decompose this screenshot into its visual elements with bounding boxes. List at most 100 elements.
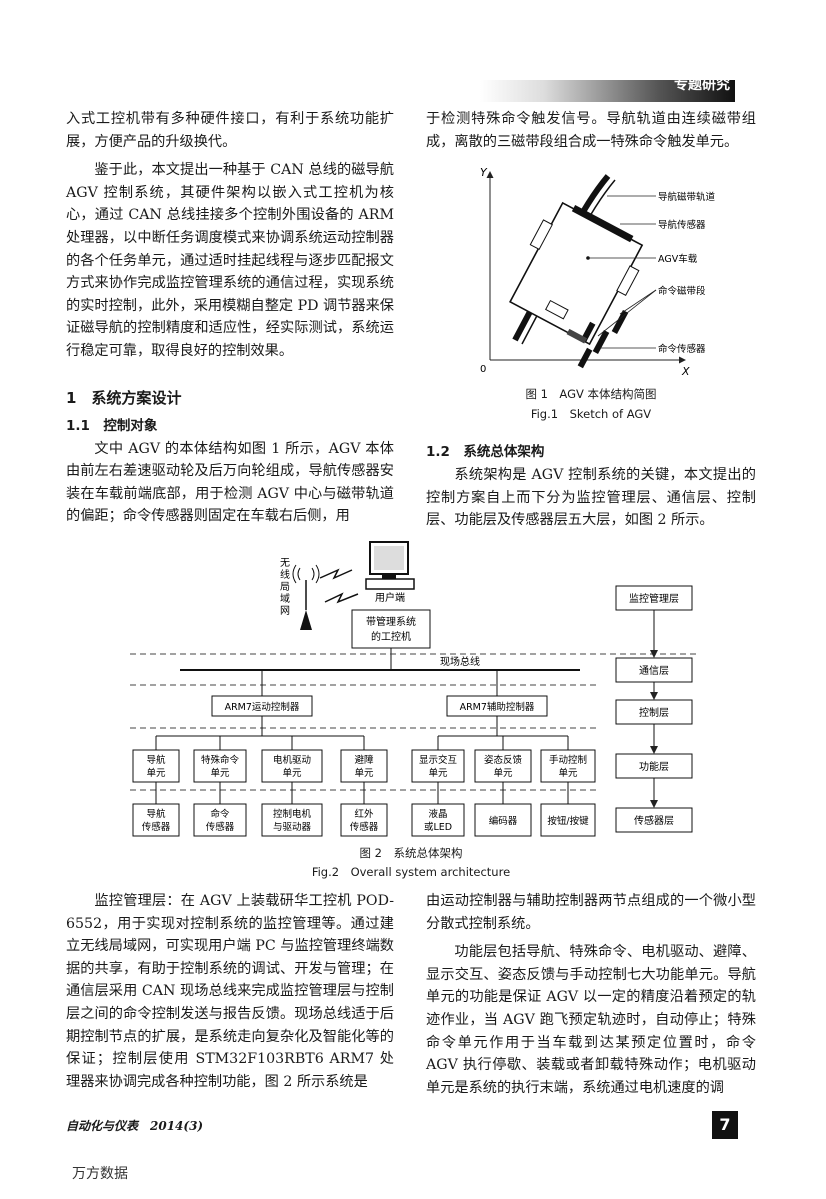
fig1-label: AGV车载 <box>658 253 698 265</box>
sensor-label: 按钮/按键 <box>547 815 589 827</box>
sensor-label: 红外 <box>354 808 374 820</box>
layer-box <box>615 699 693 725</box>
x-axis-label: X <box>681 365 690 378</box>
ipc-box <box>351 609 431 649</box>
function-unit-box <box>193 749 247 783</box>
layer-label: 通信层 <box>639 665 669 677</box>
paragraph: 功能层包括导航、特殊命令、电机驱动、避障、显示交互、姿态反馈与手动控制七大功能单… <box>426 944 756 1096</box>
paragraph: 文中 AGV 的本体结构如图 1 所示，AGV 本体由前左右差速驱动轮及后万向轮… <box>66 440 394 525</box>
command-tape-segment <box>577 347 593 369</box>
layer-box <box>615 585 693 611</box>
fig1-label: 命令传感器 <box>658 343 706 355</box>
function-unit-label: 导航 <box>146 754 166 766</box>
fieldbus-label: 现场总线 <box>440 655 480 668</box>
section-tag: 专题研究 <box>674 77 730 93</box>
wlan-char: 无 <box>280 558 290 569</box>
layer-label: 功能层 <box>639 760 669 773</box>
function-unit-label: 姿态反馈 <box>484 754 523 766</box>
ipc-label: 带管理系统 <box>366 615 416 628</box>
sensor-label: 编码器 <box>489 815 518 827</box>
sensor-label: 导航 <box>146 808 166 820</box>
antenna-icon <box>292 564 320 630</box>
bottom-right-column: 由运动控制器与辅助控制器两节点组成的一个微小型分散式控制系统。 功能层包括导航、… <box>426 890 756 1099</box>
function-unit-box <box>411 749 465 783</box>
wlan-char: 局 <box>280 581 290 593</box>
function-unit-label: 电机驱动 <box>273 754 311 766</box>
wireless-link-icon <box>319 568 353 580</box>
arm-aux-label: ARM7辅助控制器 <box>460 701 535 713</box>
command-tape-segment <box>611 309 629 335</box>
layer-label: 控制层 <box>639 706 669 719</box>
layer-box <box>615 807 693 833</box>
sensor-box <box>474 803 532 837</box>
subsection-heading: 1.1 控制对象 <box>66 417 158 434</box>
sensor-label: 与驱动器 <box>273 822 312 833</box>
arm-motion-label: ARM7运动控制器 <box>225 701 300 713</box>
fig2-caption-en: Fig.2 Overall system architecture <box>311 865 511 879</box>
page-number: 7 <box>712 1111 738 1139</box>
function-unit-label: 特殊命令 <box>201 754 240 766</box>
sensor-label: 传感器 <box>142 821 171 833</box>
computer-icon <box>365 541 415 590</box>
fig1-caption-cn: 图 1 AGV 本体结构简图 <box>525 387 657 401</box>
function-unit-label: 单元 <box>282 767 302 779</box>
function-unit-group: 导航单元导航传感器特殊命令单元命令传感器电机驱动单元控制电机与驱动器避障单元红外… <box>132 736 596 837</box>
fig2-caption-cn: 图 2 系统总体架构 <box>359 846 463 860</box>
sensor-box <box>411 803 465 837</box>
function-unit-label: 单元 <box>354 767 374 779</box>
fig1-label: 导航传感器 <box>658 219 706 231</box>
function-unit-label: 单元 <box>146 767 166 779</box>
sensor-label: 控制电机 <box>273 808 312 820</box>
paragraph: 于检测特殊命令触发信号。导航轨道由连续磁带组成，离散的三磁带段组合成一特殊命令触… <box>426 111 756 150</box>
sensor-box <box>340 803 388 837</box>
fig1-agv-sketch: Y X 0 导航磁带轨道 导航传感器 AGV车载 命令磁带段 命令传感器 <box>480 166 716 378</box>
journal-footer: 自动化与仪表 2014(3) <box>66 1119 204 1133</box>
fig1-label: 导航磁带轨道 <box>658 191 716 203</box>
function-unit-box <box>261 749 323 783</box>
wlan-char: 线 <box>280 568 290 581</box>
bottom-left-column: 监控管理层：在 AGV 上装载研华工控机 POD-6552，用于实现对控制系统的… <box>66 890 394 1093</box>
command-tape-segment <box>592 329 610 355</box>
section-header-bar <box>480 80 735 102</box>
paragraph: 鉴于此，本文提出一种基于 CAN 总线的磁导航 AGV 控制系统，其硬件架构以嵌… <box>66 162 394 359</box>
right-column-lower: 1.2 系统总体架构 系统架构是 AGV 控制系统的关键，本文提出的控制方案自上… <box>426 440 756 532</box>
function-unit-label: 手动控制 <box>549 754 587 766</box>
paragraph: 由运动控制器与辅助控制器两节点组成的一个微小型分散式控制系统。 <box>426 893 756 932</box>
sensor-label: 液晶 <box>428 808 447 820</box>
sensor-label: 命令 <box>210 808 230 820</box>
sensor-label: 或LED <box>424 821 452 833</box>
function-unit-label: 单元 <box>558 767 578 779</box>
agv-body <box>509 201 644 346</box>
origin-label: 0 <box>480 364 486 375</box>
layer-box <box>615 657 693 683</box>
function-unit-label: 显示交互 <box>419 754 458 766</box>
ipc-label: 的工控机 <box>371 630 411 643</box>
fig2-architecture-diagram: 无 线 局 域 网 用户端 带管理系统 的工控机 现场总线 ARM7运动控制器 … <box>130 541 700 837</box>
layer-label: 监控管理层 <box>629 592 679 605</box>
layer-label: 传感器层 <box>634 814 674 827</box>
function-unit-label: 单元 <box>493 767 513 779</box>
wireless-link-icon <box>324 592 359 604</box>
function-unit-box <box>474 749 532 783</box>
function-unit-box <box>540 749 596 783</box>
function-unit-label: 避障 <box>354 754 374 766</box>
paragraph: 系统架构是 AGV 控制系统的关键，本文提出的控制方案自上而下分为监控管理层、通… <box>426 467 756 529</box>
fig1-caption-en: Fig.1 Sketch of AGV <box>530 407 652 421</box>
sensor-label: 传感器 <box>350 821 379 833</box>
paragraph: 入式工控机带有多种硬件接口，有利于系统功能扩展，方便产品的升级换代。 <box>66 111 394 150</box>
watermark: 万方数据 <box>72 1166 128 1182</box>
right-column: 于检测特殊命令触发信号。导航轨道由连续磁带组成，离散的三磁带段组合成一特殊命令触… <box>426 108 756 153</box>
sensor-box <box>193 803 247 837</box>
wlan-char: 网 <box>280 605 290 617</box>
sensor-box <box>540 803 596 837</box>
sensor-box <box>261 803 323 837</box>
y-axis-label: Y <box>480 166 488 179</box>
function-unit-label: 单元 <box>428 767 448 779</box>
subsection-heading: 1.2 系统总体架构 <box>426 444 545 460</box>
user-pc-label: 用户端 <box>375 591 405 604</box>
sensor-label: 传感器 <box>206 821 235 833</box>
function-unit-label: 单元 <box>210 767 230 779</box>
wlan-char: 域 <box>280 592 290 605</box>
paragraph: 监控管理层：在 AGV 上装载研华工控机 POD-6552，用于实现对控制系统的… <box>66 893 394 1090</box>
